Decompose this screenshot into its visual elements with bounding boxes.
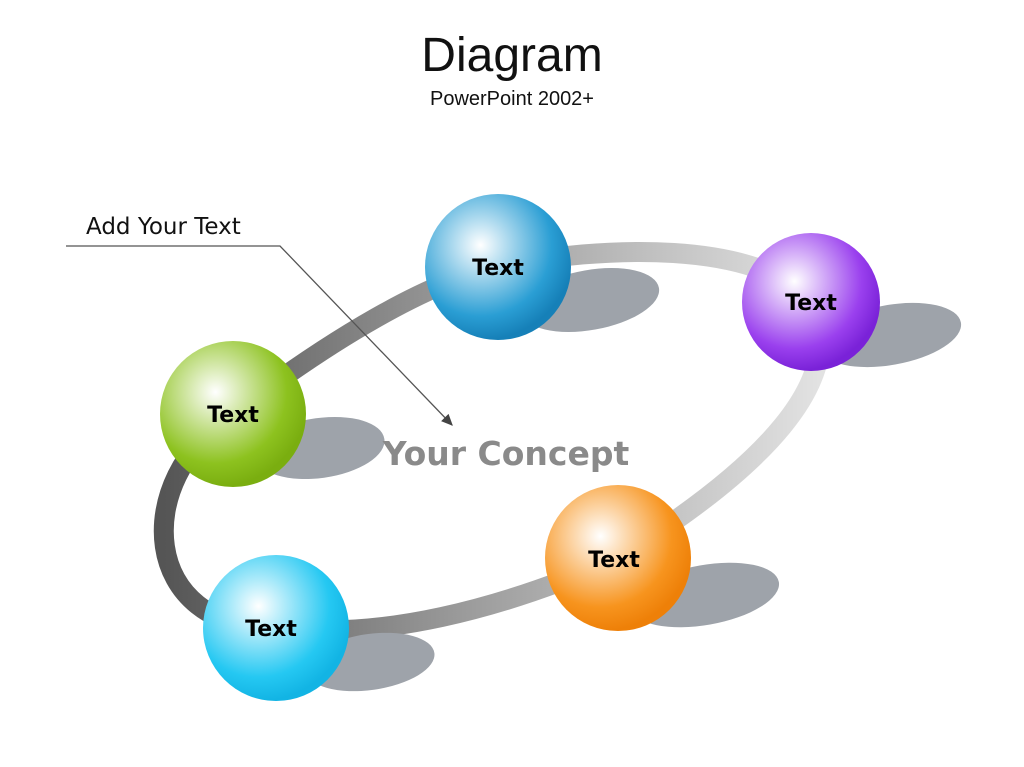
node-label: Text: [207, 403, 259, 428]
callout: Add Your Text: [66, 214, 453, 426]
node-purple[interactable]: Text: [742, 233, 880, 371]
node-label: Text: [245, 617, 297, 642]
callout-text: Add Your Text: [86, 214, 241, 240]
center-concept-label: Your Concept: [382, 434, 630, 473]
callout-arrow: [66, 245, 453, 426]
node-label: Text: [472, 256, 524, 281]
slide-title: Diagram: [421, 29, 603, 82]
node-label: Text: [785, 291, 837, 316]
sphere-cyan: [203, 555, 349, 701]
node-orange[interactable]: Text: [545, 485, 691, 631]
sphere-blue: [425, 194, 571, 340]
slide-subtitle: PowerPoint 2002+: [429, 88, 594, 110]
node-cyan[interactable]: Text: [203, 555, 349, 701]
node-label: Text: [588, 548, 640, 573]
sphere-green: [160, 341, 306, 487]
node-green[interactable]: Text: [160, 341, 306, 487]
sphere-orange: [545, 485, 691, 631]
node-blue[interactable]: Text: [425, 194, 571, 340]
sphere-purple: [742, 233, 880, 371]
